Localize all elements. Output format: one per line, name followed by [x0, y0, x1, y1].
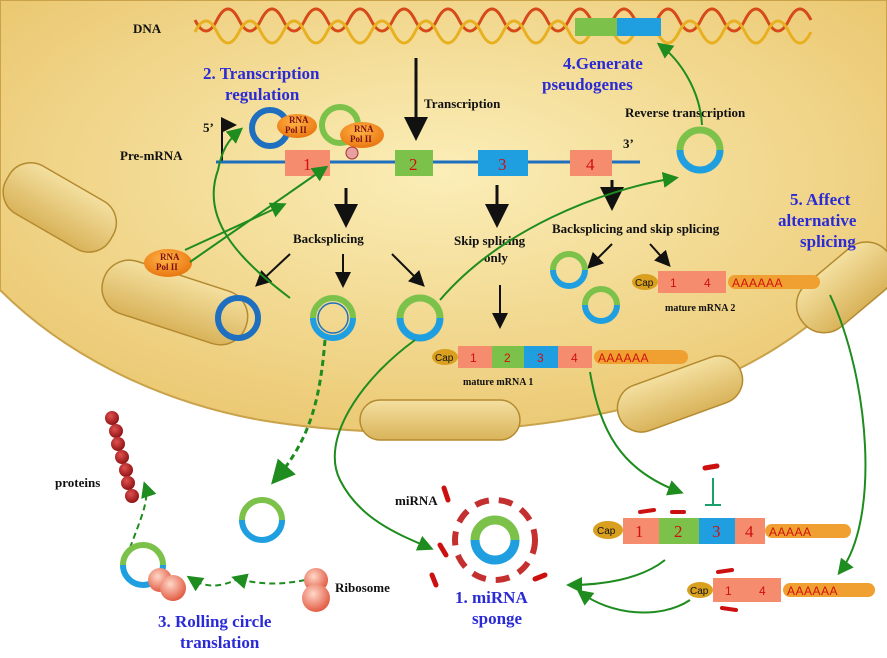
cap-1 — [432, 349, 458, 365]
exon-2 — [395, 150, 433, 176]
mature-mrna-1-label: mature mRNA 1 — [463, 377, 533, 388]
function-4-label: 4.Generate — [563, 54, 643, 73]
ribosome — [302, 568, 330, 612]
skip-splicing-label: Skip splicing — [454, 233, 526, 248]
rna-pol-ii-2-label-b: Pol II — [350, 134, 372, 144]
rna-pol-ii-1 — [277, 114, 317, 138]
function-3-label: 3. Rolling circle — [158, 612, 272, 631]
c1-exon-4: 4 — [745, 522, 754, 541]
circrna-intronic — [215, 295, 261, 341]
inhibition-mark — [705, 478, 721, 506]
cap-2-label: Cap — [635, 278, 654, 289]
cap-3-label: Cap — [597, 526, 616, 537]
bs-skip-arrow-left — [587, 243, 613, 269]
cap-4-label: Cap — [690, 586, 709, 597]
rna-pol-ii-free-label-a: RNA — [160, 252, 180, 262]
mature-mrna-2: Cap 1 4 AAAAAA mature mRNA 2 — [632, 271, 820, 314]
bs-skip-label: Backsplicing and skip splicing — [552, 221, 720, 236]
c2-exon-1: 1 — [725, 584, 732, 598]
mirna-fragments — [429, 463, 720, 588]
tss-arrow — [221, 117, 237, 162]
function-1-label: 1. miRNA — [455, 588, 528, 607]
rna-pol-ii-2 — [340, 122, 384, 148]
circrna-template — [239, 497, 285, 543]
function-5-label: 5. Affect — [790, 190, 851, 209]
five-prime-label: 5’ — [203, 120, 214, 135]
m2-exon-1: 1 — [670, 276, 677, 290]
backsplicing-label: Backsplicing — [293, 231, 364, 246]
rna-pol-ii-1-label-b: Pol II — [285, 125, 307, 135]
m1-exon-2: 2 — [504, 351, 511, 365]
circrna-skip-2 — [582, 286, 620, 324]
m2-polya: AAAAAA — [732, 276, 783, 290]
rna-pol-ii-1-label-a: RNA — [289, 115, 309, 125]
function-3-label-line2: translation — [180, 633, 260, 652]
backsplice-arrow-left — [255, 253, 291, 287]
m1-polya: AAAAAA — [598, 351, 649, 365]
m1-exon-1: 1 — [470, 351, 477, 365]
function-4-label-line2: pseudogenes — [542, 75, 633, 94]
three-prime-label: 3’ — [623, 136, 634, 151]
function-2-label-line2: regulation — [225, 85, 300, 104]
c1-polya: AAAAA — [769, 525, 812, 539]
mature-mrna-1: Cap 1 2 3 4 AAAAAA mature mRNA 1 — [432, 346, 688, 388]
c2-polya: AAAAAA — [787, 584, 838, 598]
ribosome-label: Ribosome — [335, 580, 390, 595]
mirna-label: miRNA — [395, 493, 438, 508]
pre-mrna-label: Pre-mRNA — [120, 148, 183, 163]
skip-splicing-label-line2: only — [484, 250, 508, 265]
protein-dot — [345, 146, 359, 160]
circrna-reverse — [676, 126, 724, 174]
proteins-label: proteins — [55, 475, 100, 490]
cytoplasmic-mrna-2: Cap 1 4 AAAAAA — [687, 568, 875, 612]
exon-3-label: 3 — [498, 155, 507, 174]
circrna-exonic — [396, 294, 444, 342]
exon-1-label: 1 — [303, 155, 312, 174]
function-5-label-line3: splicing — [800, 232, 856, 251]
circrna-sponge — [452, 497, 538, 583]
function-5-label-line2: alternative — [778, 211, 857, 230]
c1-exon-1: 1 — [635, 522, 644, 541]
rna-pol-ii-free-label-b: Pol II — [156, 262, 178, 272]
exon-4 — [570, 150, 612, 176]
circrna-translating — [120, 542, 186, 601]
m2-exon-4: 4 — [704, 276, 711, 290]
nuclear-envelope — [2, 162, 887, 441]
backsplice-arrow-right — [391, 253, 425, 287]
c1-exon-3: 3 — [712, 522, 721, 541]
nucleus — [0, 0, 887, 433]
cytoplasmic-mrna-1: Cap 1 2 3 4 AAAAA — [593, 508, 851, 544]
transcription-label: Transcription — [424, 96, 501, 111]
rna-pol-ii-free — [144, 249, 192, 277]
m1-exon-4: 4 — [571, 351, 578, 365]
dna-label: DNA — [133, 21, 162, 36]
dna-helix — [193, 7, 813, 45]
circrna-skip-1 — [550, 251, 588, 289]
c1-exon-2: 2 — [674, 522, 683, 541]
function-2-label: 2. Transcription — [203, 64, 320, 83]
m1-exon-3: 3 — [537, 351, 544, 365]
exon-3 — [478, 150, 528, 176]
protein-chain — [105, 411, 139, 503]
reverse-transcription-label: Reverse transcription — [625, 105, 746, 120]
reverse-transcription-arrow — [656, 42, 703, 126]
c2-exon-4: 4 — [759, 584, 766, 598]
function-1-label-line2: sponge — [472, 609, 523, 628]
bs-skip-arrow-right — [649, 243, 671, 267]
exon-2-label: 2 — [409, 155, 418, 174]
exon-4-label: 4 — [586, 155, 595, 174]
cap-1-label: Cap — [435, 353, 454, 364]
mature-mrna-2-label: mature mRNA 2 — [665, 303, 735, 314]
rna-pol-ii-2-label-a: RNA — [354, 124, 374, 134]
circrna-exon-intron — [310, 295, 356, 341]
functional-arrows — [129, 127, 867, 614]
